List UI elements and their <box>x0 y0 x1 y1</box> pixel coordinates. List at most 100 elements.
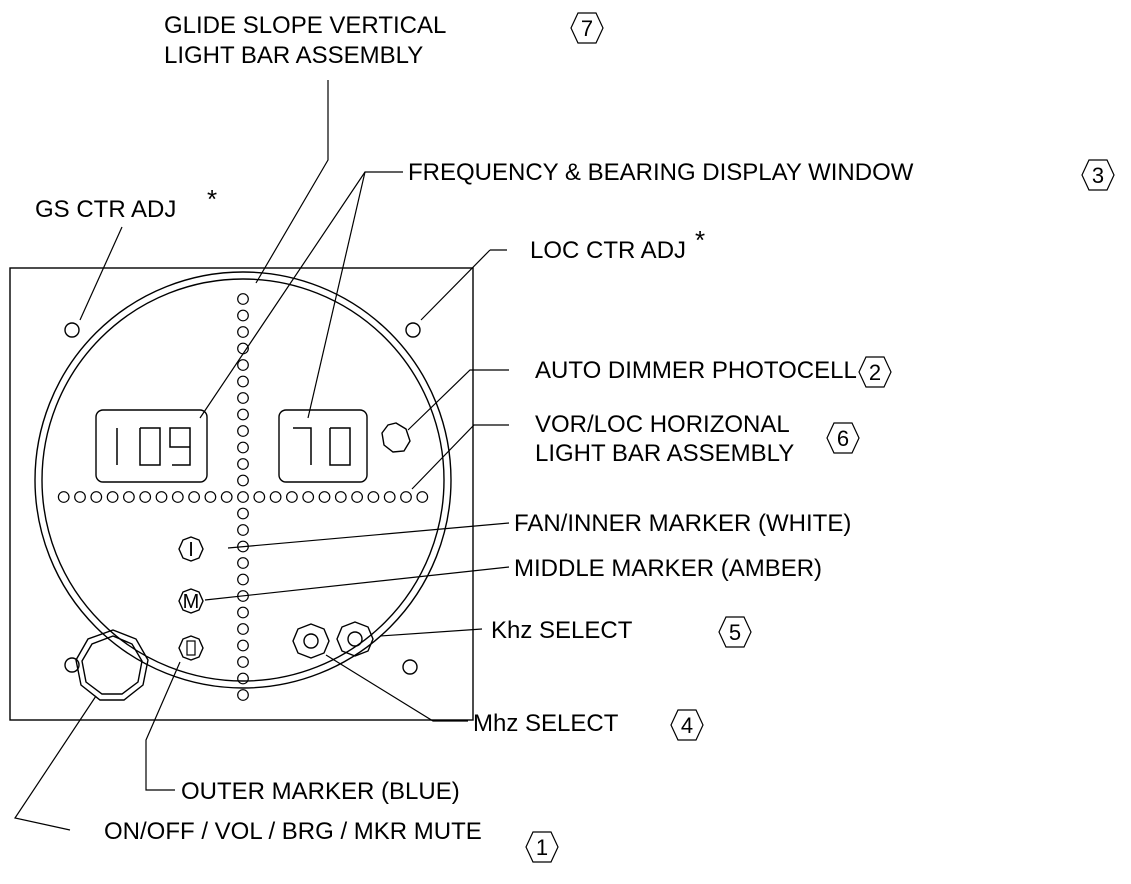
mount-screw-bottom-left <box>64 657 80 673</box>
power-volume-knob[interactable] <box>75 629 149 701</box>
vor-loc-light <box>269 491 282 503</box>
middle-marker-label: MIDDLE MARKER (AMBER) <box>514 555 822 582</box>
vor-loc-light <box>318 491 331 503</box>
glide-slope-light <box>237 507 249 520</box>
glide-slope-light <box>237 656 249 668</box>
glide-slope-light <box>237 672 249 685</box>
mhz-select-ref-badge: 4 <box>670 709 704 741</box>
svg-text:1: 1 <box>536 835 548 860</box>
loc-ctr-adj-screw[interactable] <box>405 322 421 338</box>
inner-marker-letter: I <box>188 539 194 561</box>
glide-slope-light <box>237 557 249 569</box>
vor-loc-ref-badge: 6 <box>826 422 860 454</box>
glide-slope-light <box>237 623 249 635</box>
loc-ctr-adj-asterisk: * <box>695 225 705 255</box>
gs-ctr-adj-asterisk: * <box>207 184 217 214</box>
khz-select-knob[interactable] <box>336 621 374 657</box>
vor-loc-light <box>416 491 429 503</box>
svg-text:7: 7 <box>581 16 593 41</box>
vor-loc-light <box>383 491 396 503</box>
freq-window-label: FREQUENCY & BEARING DISPLAY WINDOW <box>408 159 914 186</box>
glide-slope-light <box>237 491 249 503</box>
bezel-outer <box>34 271 452 689</box>
vor-loc-light <box>155 491 168 503</box>
loc-ctr-adj-label: LOC CTR ADJ <box>530 237 686 264</box>
glide-slope-light <box>237 425 249 437</box>
vor-loc-light <box>57 491 70 503</box>
photocell-ref-badge: 2 <box>858 356 892 388</box>
gs-ctr-adj-label: GS CTR ADJ <box>35 196 176 223</box>
svg-text:4: 4 <box>681 713 693 738</box>
glide-slope-light <box>237 309 249 322</box>
middle-marker-lamp: M <box>178 588 204 614</box>
vor-loc-light <box>302 491 315 503</box>
bearing-display-window <box>278 409 368 483</box>
glide-slope-light <box>237 524 249 536</box>
svg-text:2: 2 <box>869 360 881 385</box>
inner-marker-lamp: I <box>178 536 204 562</box>
middle-marker-letter: M <box>183 591 200 613</box>
outer-marker-letter: O <box>191 651 192 653</box>
glide-slope-label-line2: LIGHT BAR ASSEMBLY <box>164 42 423 69</box>
glide-slope-light <box>237 458 249 470</box>
photocell-label: AUTO DIMMER PHOTOCELL <box>535 357 857 384</box>
vor-loc-light <box>188 491 201 503</box>
vor-loc-light <box>286 491 298 503</box>
glide-slope-label-line1: GLIDE SLOPE VERTICAL <box>164 12 446 39</box>
freq-window-ref-badge: 3 <box>1081 159 1115 191</box>
mount-screw-bottom-right <box>402 659 418 675</box>
gs-ctr-adj-screw[interactable] <box>64 322 80 338</box>
power-knob-label: ON/OFF / VOL / BRG / MKR MUTE <box>104 818 482 845</box>
glide-slope-light <box>237 375 249 388</box>
instrument-panel <box>9 267 474 721</box>
frequency-display-window <box>95 409 208 483</box>
khz-select-label: Khz SELECT <box>491 617 633 644</box>
vor-loc-light <box>139 491 152 503</box>
outer-marker-lamp: O <box>178 635 204 661</box>
glide-slope-light <box>237 573 249 586</box>
outer-marker-label: OUTER MARKER (BLUE) <box>181 778 460 805</box>
vor-loc-light <box>253 491 266 503</box>
bezel-inner <box>41 278 445 682</box>
glide-slope-light-bar <box>237 293 249 701</box>
glide-slope-light <box>237 293 249 305</box>
vor-loc-light <box>351 491 364 503</box>
svg-text:3: 3 <box>1092 163 1104 188</box>
bearing-digits-text: 70 <box>323 461 325 463</box>
glide-slope-light <box>237 639 249 652</box>
glide-slope-light <box>237 606 249 619</box>
frequency-digits: 109 <box>116 427 191 466</box>
vor-loc-label-line2: LIGHT BAR ASSEMBLY <box>535 440 794 467</box>
vor-loc-light <box>220 491 233 503</box>
glide-slope-light <box>237 689 249 701</box>
svg-text:6: 6 <box>837 426 849 451</box>
glide-slope-light <box>237 474 249 487</box>
power-knob-ref-badge: 1 <box>525 831 559 863</box>
leader-lines <box>14 80 510 831</box>
vor-loc-light <box>204 491 217 503</box>
glide-slope-light <box>237 408 249 421</box>
glide-slope-light <box>237 392 249 404</box>
glide-slope-light <box>237 441 249 454</box>
vor-loc-light <box>90 491 103 503</box>
vor-loc-label-line1: VOR/LOC HORIZONAL <box>535 411 790 438</box>
vor-loc-light <box>171 491 184 503</box>
vor-loc-light <box>400 491 412 503</box>
khz-select-ref-badge: 5 <box>718 616 752 648</box>
glide-slope-light <box>237 326 249 338</box>
frequency-digits-text: 109 <box>150 461 152 463</box>
glide-slope-light <box>237 359 249 371</box>
svg-text:5: 5 <box>729 620 741 645</box>
auto-dimmer-photocell <box>381 422 411 453</box>
vor-loc-light <box>334 491 347 503</box>
glide-slope-ref-badge: 7 <box>570 12 604 44</box>
bearing-digits: 70 <box>293 427 351 466</box>
mhz-select-knob[interactable] <box>292 623 330 659</box>
vor-loc-light <box>122 491 135 503</box>
vor-loc-light <box>367 491 380 503</box>
vor-loc-light-bar <box>57 491 429 503</box>
vor-loc-light <box>106 491 119 503</box>
vor-loc-light <box>74 491 86 503</box>
fan-inner-marker-label: FAN/INNER MARKER (WHITE) <box>514 510 851 537</box>
